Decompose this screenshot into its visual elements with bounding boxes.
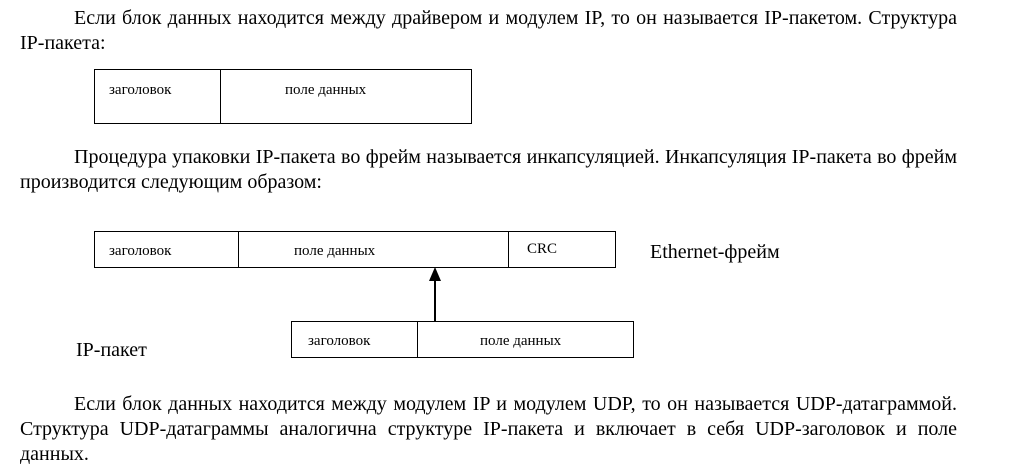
packet-header-cell: заголовок (292, 322, 418, 357)
frame-crc-cell: CRC (509, 232, 615, 267)
frame-crc-label: CRC (527, 241, 558, 257)
ethernet-frame-box: заголовок поле данных CRC (94, 231, 616, 268)
frame-data-label: поле данных (294, 243, 376, 259)
arrow-shaft (434, 280, 436, 322)
paragraph-text: Процедура упаковки IP-пакета во фрейм на… (20, 146, 957, 193)
packet-header-label: заголовок (308, 333, 371, 349)
frame-header-cell: заголовок (95, 232, 239, 267)
paragraph-ip-packet-definition: Если блок данных находится между драйвер… (20, 6, 957, 56)
data-field-cell: поле данных (221, 70, 471, 123)
paragraph-text: Если блок данных находится между модулем… (20, 393, 957, 465)
ip-packet-label: IP-пакет (76, 339, 147, 361)
paragraph-encapsulation-definition: Процедура упаковки IP-пакета во фрейм на… (20, 145, 957, 195)
ethernet-frame-label: Ethernet-фрейм (650, 241, 780, 263)
ip-packet-box: заголовок поле данных (291, 321, 634, 358)
paragraph-text: Если блок данных находится между драйвер… (20, 7, 957, 54)
frame-header-label: заголовок (109, 243, 172, 259)
packet-data-label: поле данных (480, 333, 562, 349)
ip-packet-structure-box: заголовок поле данных (94, 69, 472, 124)
frame-data-cell: поле данных (239, 232, 509, 267)
header-cell-label: заголовок (109, 82, 172, 98)
paragraph-udp-datagram-definition: Если блок данных находится между модулем… (20, 392, 957, 467)
arrow-up-icon (429, 267, 441, 281)
header-cell: заголовок (95, 70, 221, 123)
data-field-cell-label: поле данных (285, 82, 367, 98)
packet-data-cell: поле данных (418, 322, 633, 357)
